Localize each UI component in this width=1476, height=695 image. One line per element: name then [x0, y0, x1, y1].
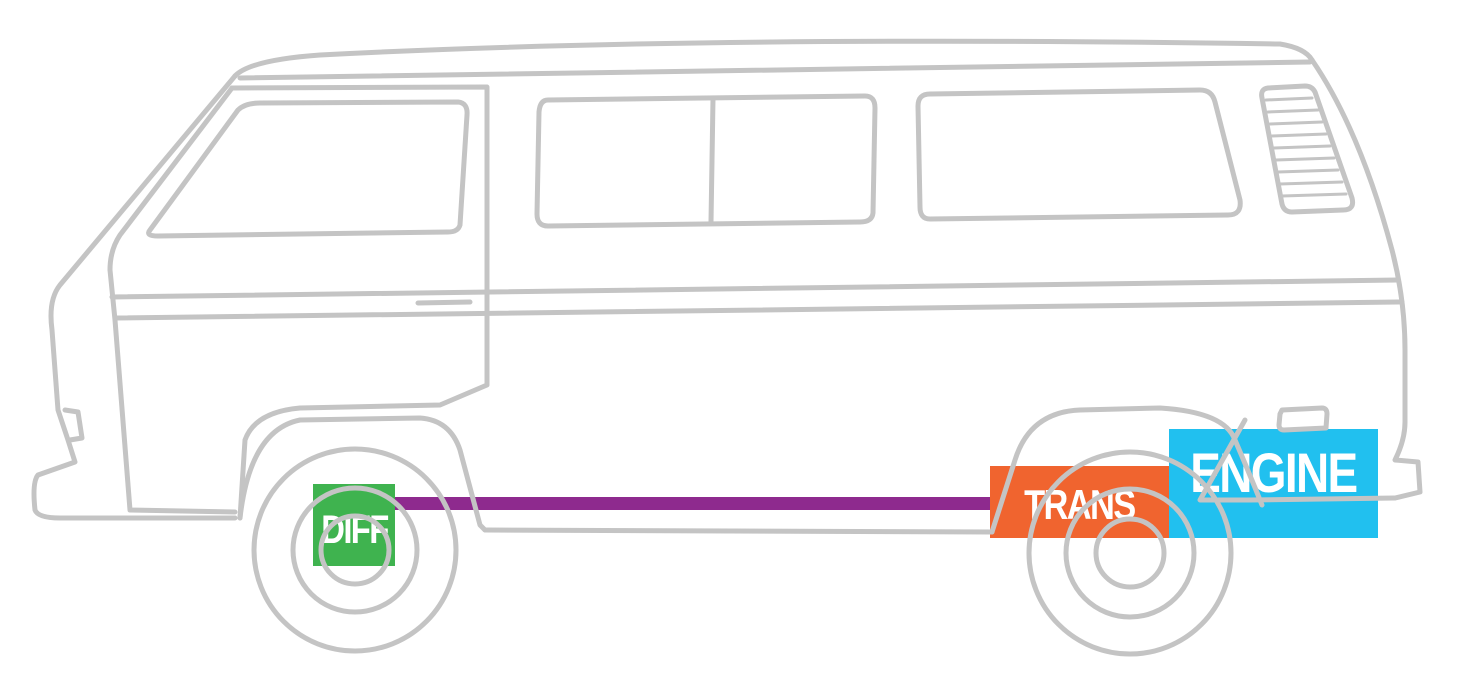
belt-line-upper	[109, 277, 1401, 300]
front-light	[62, 407, 85, 443]
sill-line	[482, 527, 995, 535]
driveshaft-bar	[395, 497, 991, 510]
front-body	[31, 73, 238, 521]
roof-gutter	[237, 59, 1313, 81]
engine-lid-line	[1197, 417, 1398, 503]
roof-line	[232, 38, 1315, 79]
rear-wheel-arch	[989, 405, 1265, 535]
engine-label: ENGINE	[1190, 441, 1358, 504]
front-wheel-arch	[237, 415, 488, 533]
rear-body	[1309, 57, 1423, 501]
rear-wheel	[1026, 449, 1234, 657]
belt-line-lower	[112, 299, 1405, 321]
side-window-rear	[915, 87, 1243, 222]
vent-louvers	[1264, 96, 1348, 198]
engine-vent	[1259, 83, 1356, 215]
door-handle	[415, 299, 473, 306]
window-divider	[708, 96, 716, 225]
rear-lamp	[1276, 405, 1330, 433]
front-wheel	[251, 446, 459, 654]
engine-block: ENGINE	[1169, 429, 1378, 538]
front-door	[229, 84, 490, 521]
side-window-middle	[534, 93, 878, 229]
windshield-pillar	[107, 85, 238, 515]
front-window	[146, 99, 470, 239]
